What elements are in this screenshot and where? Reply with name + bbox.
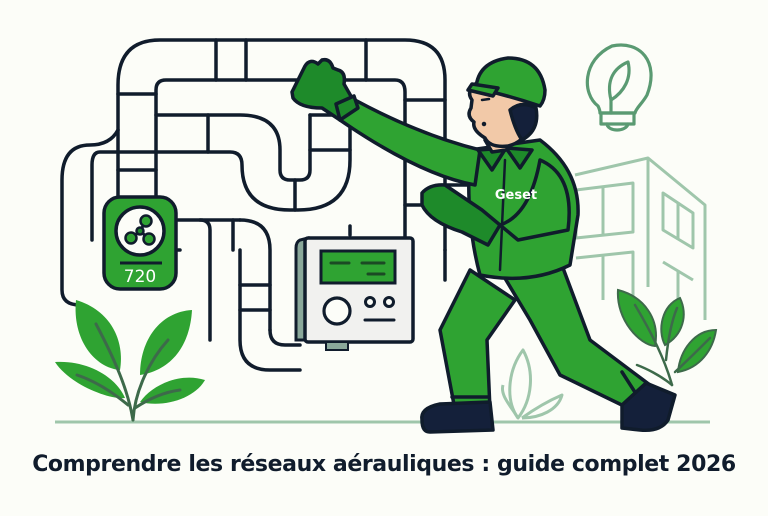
- plant-icon: [616, 288, 718, 387]
- building-icon: [574, 156, 707, 320]
- caption-title: Comprendre les réseaux aérauliques : gui…: [32, 452, 736, 477]
- fan-icon: [124, 214, 156, 246]
- duct-network-icon: [60, 38, 472, 372]
- fan-unit: 720: [102, 195, 178, 291]
- plant-outline-icon: [500, 348, 564, 420]
- worker-figure: [290, 56, 677, 434]
- control-panel-icon: [294, 236, 415, 351]
- lightbulb-leaf-icon: [585, 43, 653, 132]
- fan-value: 720: [124, 267, 156, 287]
- plant-icon: [55, 300, 205, 422]
- shirt-label: Geset: [495, 188, 537, 203]
